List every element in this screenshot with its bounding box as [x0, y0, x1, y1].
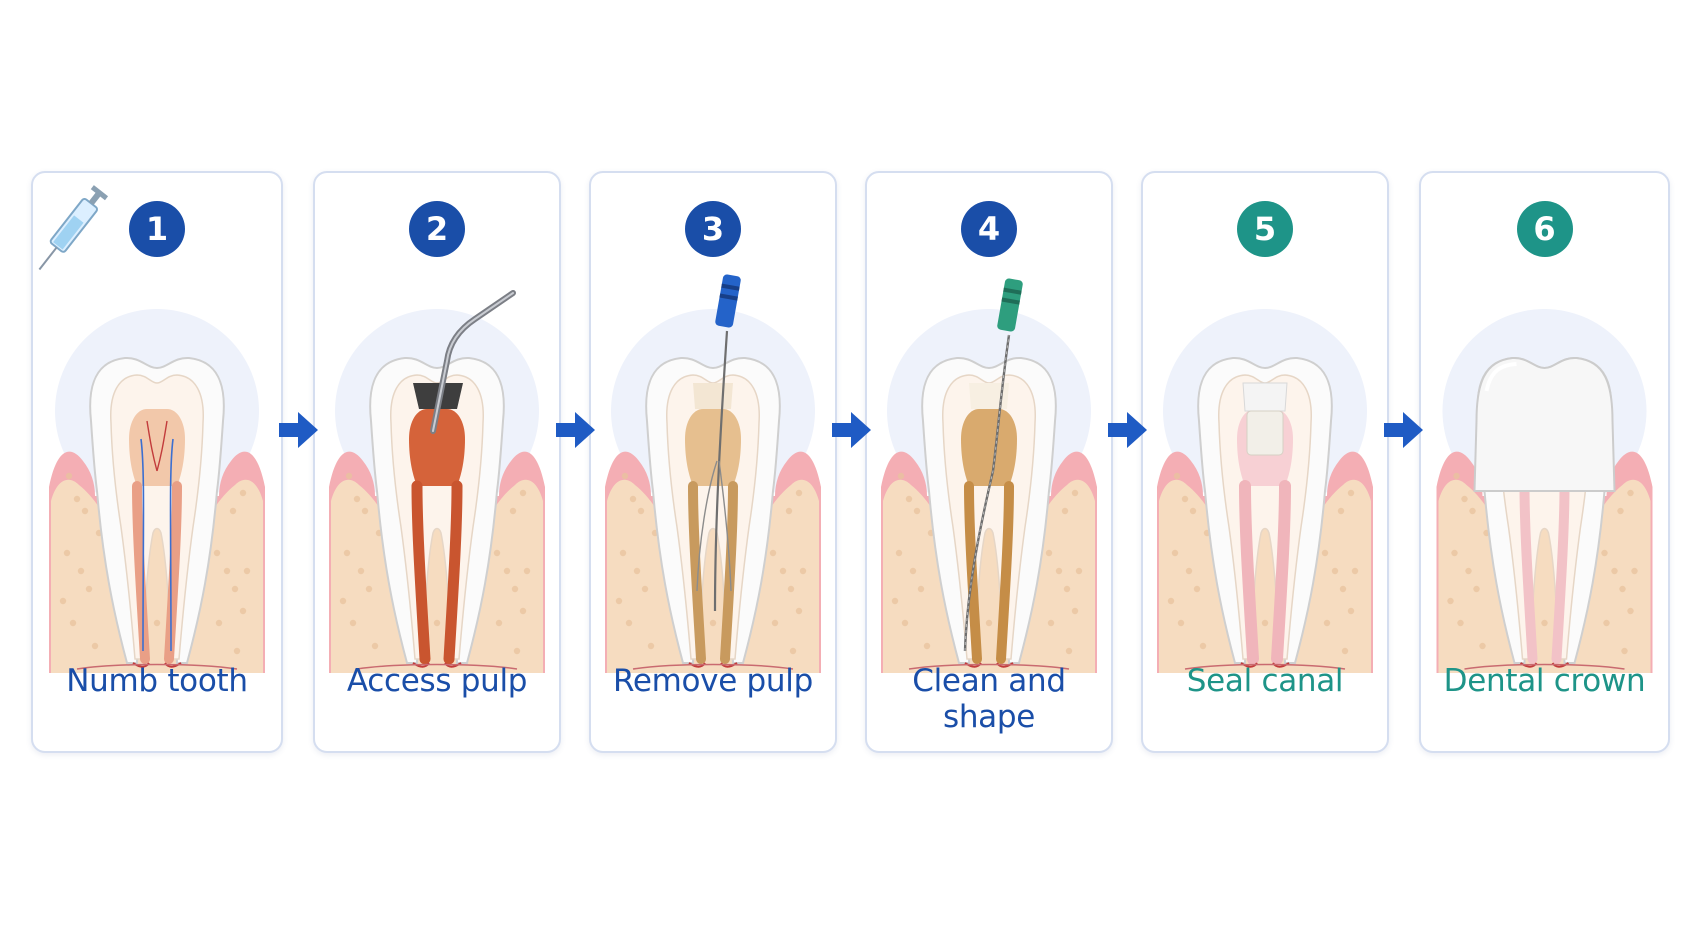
step-card-1: 1 Numb tooth: [31, 171, 283, 753]
right-arrow-icon: [556, 412, 595, 448]
tooth-illustration: [33, 185, 281, 711]
step-number-badge: 4: [961, 201, 1017, 257]
step-card-3: 3 Remove pulp: [589, 171, 837, 753]
tooth-illustration: [1421, 271, 1668, 711]
blue-endodontic-file-icon: [605, 274, 821, 673]
right-arrow-icon: [1384, 412, 1423, 448]
tooth-illustration: [591, 271, 835, 711]
step-number-badge: 2: [409, 201, 465, 257]
tooth-illustration: [315, 271, 559, 711]
dental-drill-icon: [329, 290, 545, 673]
sealed-canal-icon: [1157, 309, 1373, 673]
step-card-2: 2 Access pulp: [313, 171, 561, 753]
syringe-icon: [38, 185, 265, 673]
crown-icon: [1436, 309, 1653, 673]
step-number-badge: 5: [1237, 201, 1293, 257]
step-label: Seal canal: [1186, 663, 1344, 699]
step-number-badge: 6: [1516, 201, 1573, 257]
step-label: Remove pulp: [613, 663, 813, 699]
right-arrow-icon: [832, 412, 871, 448]
step-label: Numb tooth: [66, 663, 248, 699]
step-number-badge: 1: [129, 201, 185, 257]
step-number-badge: 3: [685, 201, 741, 257]
step-label: Clean and shape: [912, 663, 1066, 735]
step-label: Access pulp: [346, 663, 528, 699]
tooth-illustration: [1143, 271, 1387, 711]
right-arrow-icon: [1108, 412, 1147, 448]
step-label: Dental crown: [1443, 663, 1646, 699]
step-card-6: 6 Dental crown: [1419, 171, 1670, 753]
tooth-illustration: [867, 271, 1111, 711]
step-card-5: 5 Seal canal: [1141, 171, 1389, 753]
step-card-4: 4 Clean and shape: [865, 171, 1113, 753]
right-arrow-icon: [279, 412, 318, 448]
green-endodontic-file-icon: [881, 278, 1097, 673]
